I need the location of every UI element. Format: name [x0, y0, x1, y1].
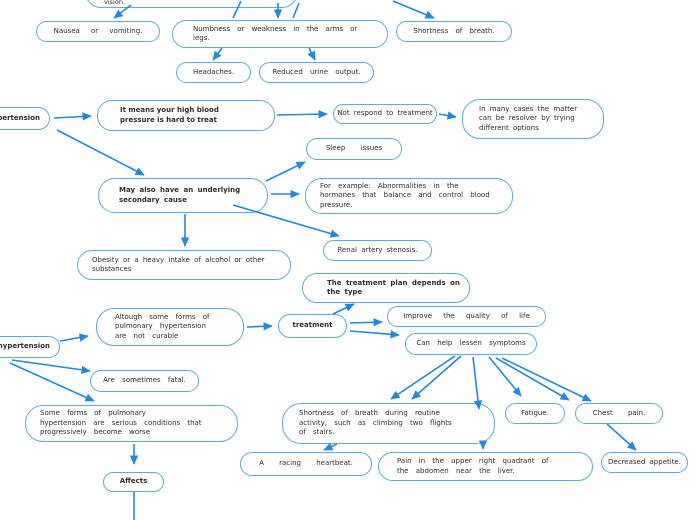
node-label: Affects — [119, 477, 148, 486]
node-label: Obesity or a heavy intake of alcohol or … — [92, 255, 265, 274]
node-label: Not respond to treatment — [337, 109, 433, 118]
node-many-cases-resolver[interactable]: In many cases the matter can be resolver… — [462, 99, 604, 139]
node-serious-progressive[interactable]: Some forms of pulmonary hypertension are… — [25, 405, 238, 442]
node-label: Chest pain. — [592, 408, 646, 417]
node-treatment-plan-depends[interactable]: The treatment plan depends on the type — [302, 273, 470, 303]
node-label: Headaches. — [192, 67, 235, 76]
node-label: It means your high blood pressure is har… — [120, 106, 219, 124]
node-fatigue[interactable]: Fatigue. — [505, 403, 565, 424]
node-label: The treatment plan depends on the type — [327, 278, 460, 297]
node-label: Fatigue. — [521, 408, 549, 417]
node-label: Some forms of pulmonary hypertension are… — [40, 409, 202, 437]
node-underlying-secondary-cause[interactable]: May also have an underlying secondary ca… — [98, 178, 268, 213]
node-label: treatment — [292, 321, 333, 330]
node-hormone-abnormalities[interactable]: For example: Abnormalities in the hormon… — [305, 178, 513, 214]
node-nausea-or-vomiting[interactable]: Nausea or vomiting. — [36, 21, 160, 42]
node-label: hypertension — [0, 342, 50, 351]
node-lessen-symptoms[interactable]: Can help lessen symptoms — [405, 333, 537, 355]
node-label: Are sometimes fatal. — [103, 376, 186, 385]
node-label: Shortness of breath. — [413, 26, 495, 35]
node-chest-pain[interactable]: Chest pain. — [575, 403, 663, 424]
node-label: hypertension — [0, 113, 40, 122]
node-label: A racing heartbeat. — [259, 459, 353, 468]
node-label: Numbness or weakness in the arms or legs… — [193, 24, 358, 43]
node-label: Altough some forms of pulmonary hyperten… — [115, 312, 210, 340]
node-decreased-appetite[interactable]: Decreased appetite. — [601, 452, 688, 473]
node-resistant-hypertension-partial[interactable]: hypertension — [0, 107, 50, 130]
node-affects[interactable]: Affects — [103, 472, 164, 492]
node-label: Nausea or vomiting. — [53, 26, 143, 35]
node-headaches[interactable]: Headaches. — [176, 62, 251, 83]
node-improve-quality-of-life[interactable]: Improve the quality of life — [387, 306, 546, 327]
node-treatment[interactable]: treatment — [278, 314, 347, 338]
node-shortness-routine-activity[interactable]: Shortness of breath during routine activ… — [282, 403, 495, 444]
node-numbness-weakness[interactable]: Numbness or weakness in the arms or legs… — [172, 20, 388, 48]
node-obesity-alcohol[interactable]: Obesity or a heavy intake of alcohol or … — [77, 250, 291, 280]
node-not-respond-to-treatment[interactable]: Not respond to treatment — [333, 104, 437, 124]
node-label: Improve the quality of life — [403, 311, 530, 320]
node-shortness-of-breath[interactable]: Shortness of breath. — [396, 21, 512, 42]
node-label: For example: Abnormalities in the hormon… — [320, 181, 490, 209]
node-not-curable[interactable]: Altough some forms of pulmonary hyperten… — [96, 308, 244, 346]
node-sometimes-fatal[interactable]: Are sometimes fatal. — [90, 370, 199, 392]
node-label: Sleep issues — [325, 144, 383, 153]
node-label: In many cases the matter can be resolver… — [479, 104, 578, 132]
node-blurred-vision-partial[interactable]: vision. — [85, 0, 298, 8]
node-sleep-issues[interactable]: Sleep issues — [306, 138, 402, 160]
node-pulmonary-hypertension-partial[interactable]: hypertension — [0, 336, 60, 358]
node-pain-upper-right-quadrant[interactable]: Pain in the upper right quadrant of the … — [378, 452, 593, 481]
node-hard-to-treat[interactable]: It means your high blood pressure is har… — [97, 100, 275, 131]
node-label: May also have an underlying secondary ca… — [119, 186, 241, 204]
node-label: vision. — [104, 0, 126, 6]
node-label: Shortness of breath during routine activ… — [299, 409, 452, 437]
node-label: Renal artery stenosis. — [337, 245, 418, 254]
node-label: Pain in the upper right quadrant of the … — [397, 457, 549, 475]
node-racing-heartbeat[interactable]: A racing heartbeat. — [240, 452, 372, 476]
node-reduced-urine-output[interactable]: Reduced urine output. — [259, 62, 374, 83]
node-label: Reduced urine output. — [272, 67, 361, 76]
node-label: Can help lessen symptoms — [416, 339, 526, 348]
node-renal-artery-stenosis[interactable]: Renal artery stenosis. — [323, 240, 432, 261]
node-label: Decreased appetite. — [608, 457, 681, 466]
